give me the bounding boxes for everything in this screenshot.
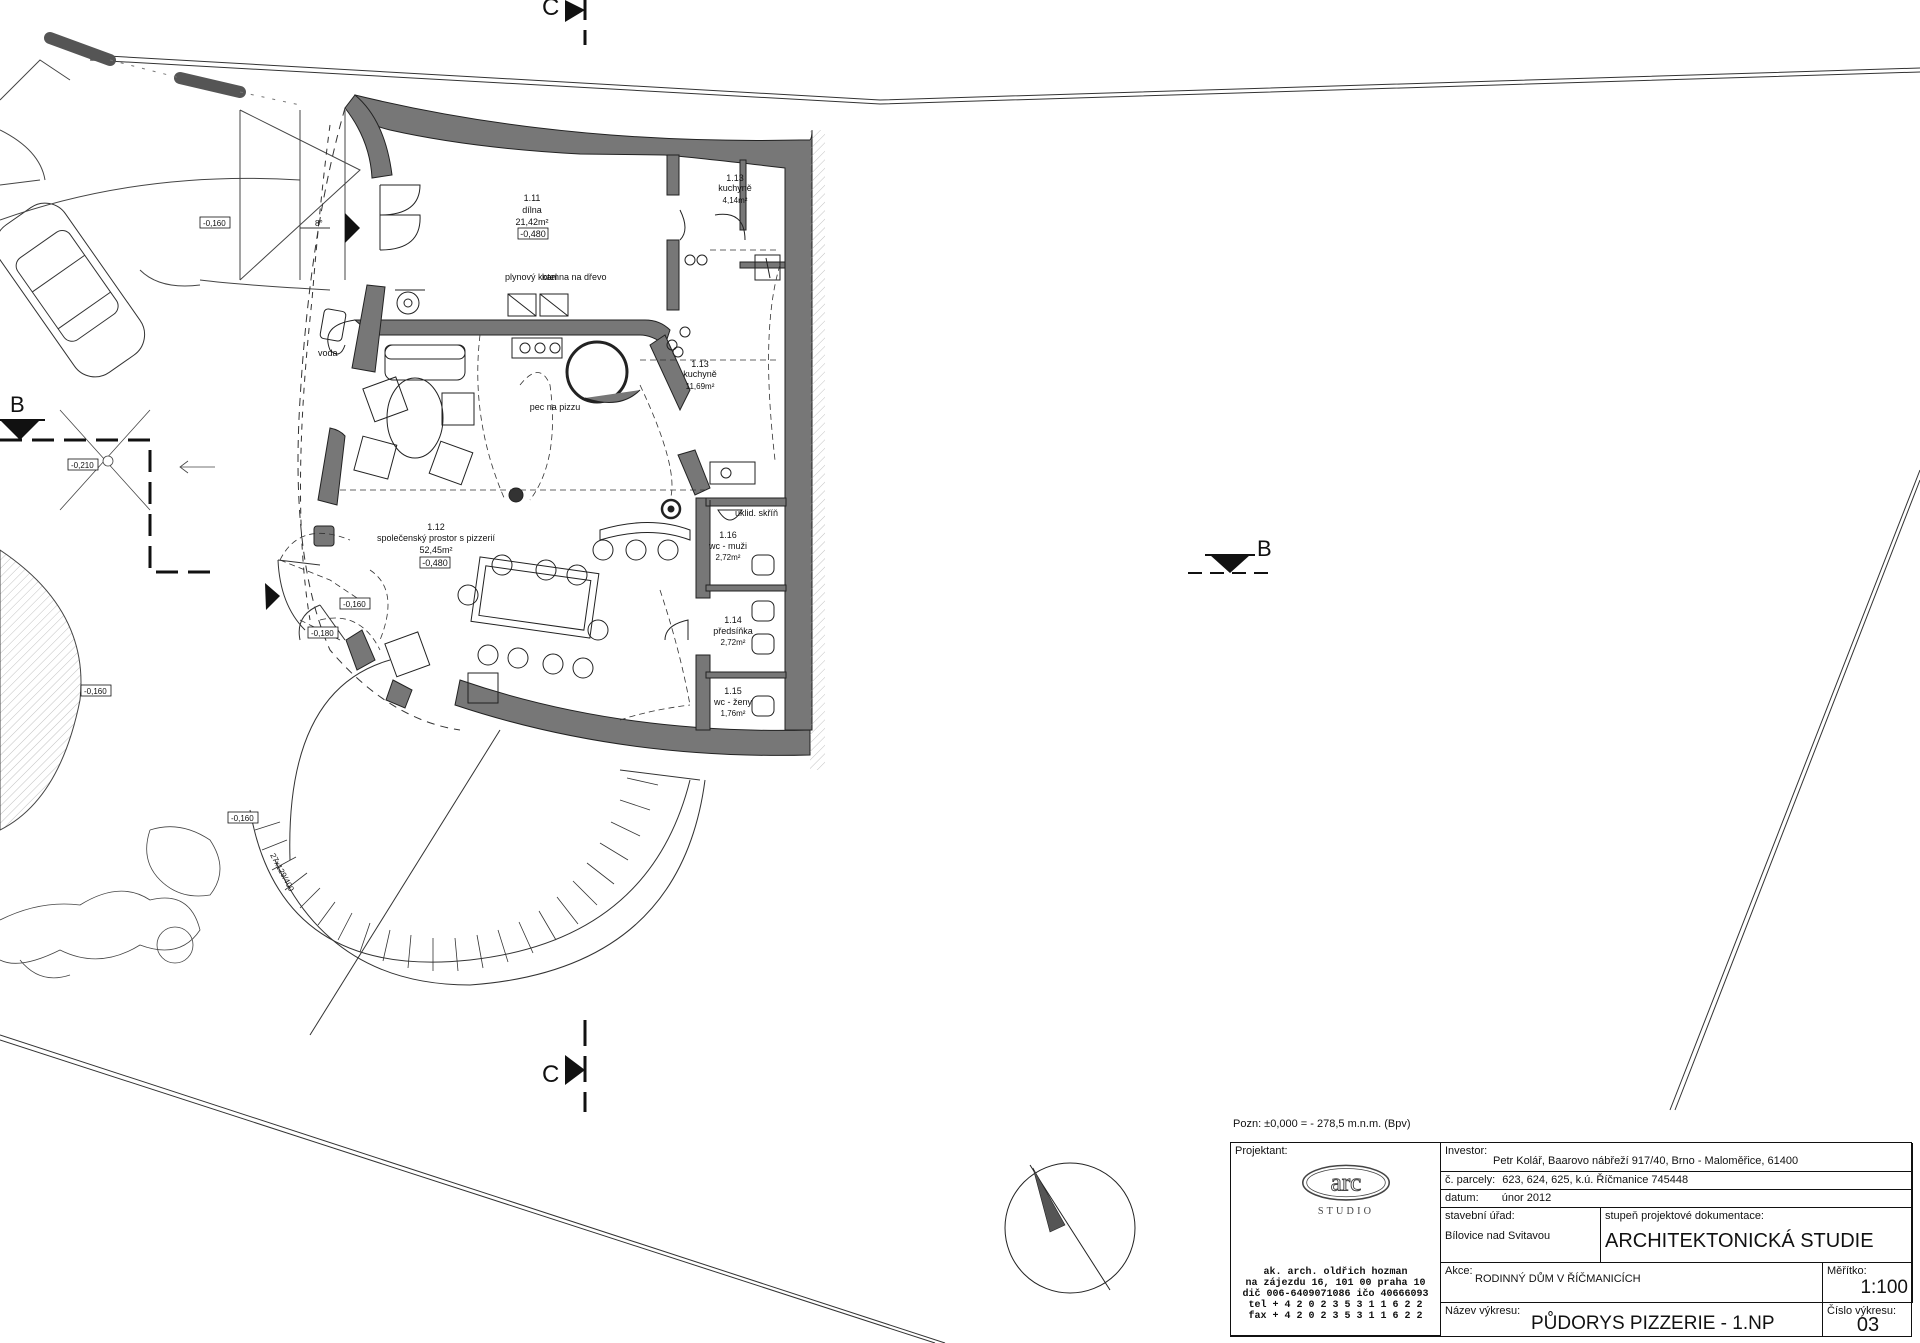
shrubs bbox=[0, 826, 221, 979]
parcely-cell: č. parcely: 623, 624, 625, k.ú. Říčmanic… bbox=[1441, 1172, 1913, 1190]
svg-text:1.13: 1.13 bbox=[726, 173, 744, 183]
annotation-slope: 8° bbox=[315, 219, 323, 228]
site-hatching-east bbox=[810, 130, 825, 770]
level-tag: -0,160 bbox=[227, 811, 259, 824]
entry-arrow-icon bbox=[345, 213, 360, 243]
svg-text:wc - muži: wc - muži bbox=[708, 541, 747, 551]
investor-cell: Investor: Petr Kolář, Baarovo nábřeží 91… bbox=[1441, 1143, 1913, 1172]
meritko-cell: Měřítko: 1:100 bbox=[1823, 1263, 1913, 1303]
svg-text:pec na pizzu: pec na pizzu bbox=[530, 402, 581, 412]
svg-text:arc: arc bbox=[1331, 1170, 1362, 1197]
annotation-uklid: úklid. skříň bbox=[735, 508, 778, 518]
title-block: Projektant: arc STUDIO ak. arch. oldřich… bbox=[1230, 1142, 1914, 1339]
patio-hatched bbox=[0, 549, 82, 831]
svg-text:11,69m²: 11,69m² bbox=[686, 382, 715, 391]
outer-dashed-wall-2 bbox=[300, 124, 331, 621]
terrace-structure bbox=[59, 409, 215, 511]
svg-text:1.14: 1.14 bbox=[724, 615, 742, 625]
section-label-b-east: B bbox=[1257, 536, 1272, 561]
section-label-c-top: C bbox=[542, 0, 559, 21]
nazev-cell: Název výkresu: PŮDORYS PIZZERIE - 1.NP bbox=[1441, 1303, 1823, 1336]
entrance-fence bbox=[0, 32, 301, 186]
urad-cell: stavební úřad: Bílovice nad Svitavou bbox=[1441, 1208, 1601, 1263]
west-doors bbox=[277, 559, 346, 641]
projektant-label: Projektant: bbox=[1235, 1145, 1288, 1157]
garden-terrace bbox=[249, 659, 706, 1036]
cislo-cell: Číslo výkresu: 03 bbox=[1827, 1305, 1897, 1336]
svg-text:kuchyně: kuchyně bbox=[683, 369, 717, 379]
dashed-overhead-lines bbox=[279, 249, 781, 721]
projektant-cell: Projektant: arc STUDIO ak. arch. oldřich… bbox=[1231, 1143, 1441, 1336]
svg-text:dílna: dílna bbox=[522, 205, 542, 215]
interior-furniture bbox=[319, 184, 781, 717]
svg-text:STUDIO: STUDIO bbox=[1318, 1206, 1374, 1217]
level-tag: -0,160 bbox=[80, 684, 112, 697]
svg-text:1.12: 1.12 bbox=[427, 522, 445, 532]
annotation-pec: pec na pizzu bbox=[530, 402, 581, 412]
level-tag: -0,210 bbox=[67, 458, 99, 471]
elevation-note: Pozn: ±0,000 = - 278,5 m.n.m. (Bpv) bbox=[1233, 1118, 1411, 1130]
building-walls bbox=[313, 94, 813, 756]
akce-cell: Akce: RODINNÝ DŮM V ŘÍČMANICÍCH bbox=[1441, 1263, 1823, 1303]
svg-text:kuchyně: kuchyně bbox=[718, 183, 752, 193]
entry-ramp bbox=[0, 109, 361, 291]
arc-studio-logo: arc STUDIO bbox=[1302, 1164, 1390, 1217]
room-label-kuchyne: 1.13 kuchyně 11,69m² bbox=[683, 359, 717, 391]
annotation-stairs: 27x129/400 bbox=[268, 852, 296, 894]
svg-text:1.13: 1.13 bbox=[691, 359, 709, 369]
svg-text:2,72m²: 2,72m² bbox=[716, 553, 741, 562]
site-boundary-lines bbox=[0, 54, 1920, 1343]
svg-text:společenský prostor s pizzerií: společenský prostor s pizzerií bbox=[377, 533, 496, 543]
room-label-wc-zeny: 1.15 wc - ženy 1,76m² bbox=[713, 686, 753, 718]
annotation-voda: voda bbox=[318, 348, 338, 358]
projektant-contact: ak. arch. oldřich hozman na zájezdu 16, … bbox=[1242, 1267, 1429, 1322]
section-line-c bbox=[565, 0, 587, 1112]
svg-text:kamna na dřevo: kamna na dřevo bbox=[542, 272, 607, 282]
car-drawing bbox=[0, 202, 146, 378]
svg-text:-0,160: -0,160 bbox=[84, 687, 107, 696]
svg-text:-0,160: -0,160 bbox=[203, 219, 226, 228]
svg-text:1.16: 1.16 bbox=[719, 530, 737, 540]
svg-text:1.15: 1.15 bbox=[724, 686, 742, 696]
svg-text:plynový kotel: plynový kotel bbox=[505, 272, 557, 282]
room-label-predsinka: 1.14 předsíňka 2,72m² bbox=[713, 615, 753, 647]
level-tag: -0,160 bbox=[199, 216, 231, 229]
svg-text:-0,480: -0,480 bbox=[520, 229, 546, 239]
svg-text:-0,160: -0,160 bbox=[231, 814, 254, 823]
datum-cell: datum: únor 2012 bbox=[1441, 1190, 1913, 1208]
room-label-spolecensky: 1.12 společenský prostor s pizzerií 52,4… bbox=[377, 522, 496, 569]
svg-text:-0,180: -0,180 bbox=[311, 629, 334, 638]
svg-text:-0,480: -0,480 bbox=[422, 558, 448, 568]
room-label-kuchyne-small: 1.13 kuchyně 4,14m² bbox=[718, 173, 752, 205]
svg-text:21,42m²: 21,42m² bbox=[515, 217, 548, 227]
section-label-b-west: B bbox=[10, 392, 25, 417]
svg-text:4,14m²: 4,14m² bbox=[723, 196, 748, 205]
annotation-kotel: plynový kotel bbox=[505, 272, 557, 282]
room-label-wc-muzi: 1.16 wc - muži 2,72m² bbox=[708, 530, 747, 562]
entry-arrow-west-icon bbox=[265, 583, 280, 610]
svg-text:wc - ženy: wc - ženy bbox=[713, 697, 753, 707]
garden-stairs bbox=[254, 777, 659, 972]
stupen-cell: stupeň projektové dokumentace: ARCHITEKT… bbox=[1601, 1208, 1913, 1263]
svg-text:1,76m²: 1,76m² bbox=[721, 709, 746, 718]
svg-text:-0,210: -0,210 bbox=[71, 461, 94, 470]
svg-text:předsíňka: předsíňka bbox=[713, 626, 753, 636]
level-tag: -0,160 bbox=[339, 597, 371, 610]
section-label-c-bottom: C bbox=[542, 1061, 559, 1088]
annotation-kamna: kamna na dřevo bbox=[542, 272, 607, 282]
section-line-b bbox=[0, 419, 1275, 574]
svg-text:1.11: 1.11 bbox=[524, 193, 541, 203]
level-tag: -0,180 bbox=[307, 626, 339, 639]
svg-text:-0,160: -0,160 bbox=[343, 600, 366, 609]
svg-text:2,72m²: 2,72m² bbox=[721, 638, 746, 647]
svg-text:52,45m²: 52,45m² bbox=[419, 545, 452, 555]
north-arrow-icon bbox=[1004, 1162, 1136, 1294]
room-label-dilna: 1.11 dílna 21,42m² -0,480 bbox=[515, 193, 549, 240]
